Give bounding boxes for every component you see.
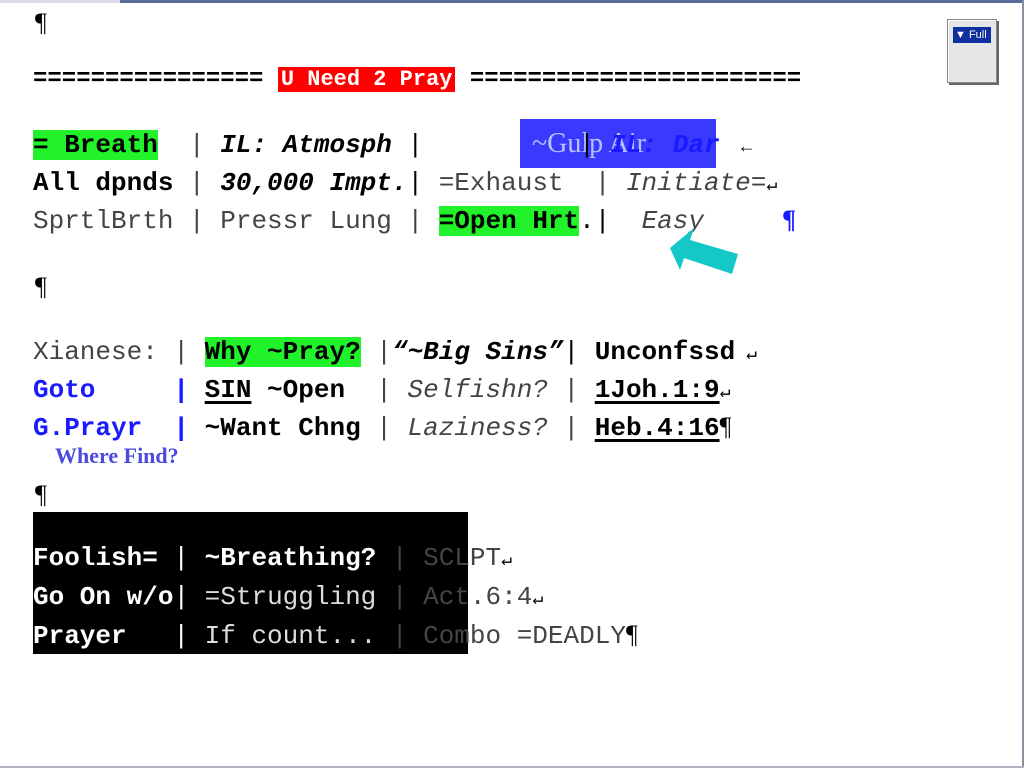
pilcrow-mark: ¶ [35,272,47,301]
separator: .| [579,206,611,236]
full-screen-button[interactable]: ▼ Full [947,19,997,83]
separator: | [173,206,221,236]
separator: | [376,543,424,573]
full-screen-label: ▼ Full [953,27,991,43]
line-end-mark: ↵ [766,176,778,196]
cell: =Exhaust [438,168,564,198]
block2-row3: G.Prayr | ~Want Chng | Laziness? | Heb.4… [33,412,731,443]
pilcrow-mark: ¶ [782,205,797,234]
block1-row1: = Breath | IL: Atmosph | | IL: Dar ← [33,130,752,163]
cell: Act.6:4 [423,582,533,612]
separator: | [391,130,424,160]
block2-row2: Goto | SIN ~Open | Selfishn? | 1Joh.1:9↵ [33,375,730,408]
cell: Why ~Pray? [204,337,361,367]
cell: Laziness? [407,413,548,443]
line-end-mark: ↵ [501,551,512,571]
block3-row1: Foolish= | ~Breathing? | SCLPT↵ [33,543,512,576]
cell: Go On w/o [33,582,174,612]
separator: | [126,621,205,651]
separator: | [173,168,221,198]
cell: Unconfssd [594,337,736,367]
block3-row2: Go On w/o| =Struggling | Act.6:4↵ [33,582,543,615]
slide-title: ================ U Need 2 Pray =========… [33,66,801,93]
cell: Foolish= [33,543,158,573]
block1-row3: SprtlBrth | Pressr Lung | =Open Hrt.| Ea… [33,205,796,236]
window-bottom-border [0,766,1024,768]
separator: | [547,413,595,443]
separator: | [391,206,439,236]
separator: | [157,337,205,367]
gulp-air-text: ~Gulp Air [532,128,646,159]
separator: | [563,168,626,198]
where-find-label: Where Find? [55,443,179,468]
separator: | [95,375,205,405]
line-end-mark: ↵ [532,590,544,610]
cell: =Open Hrt [438,206,580,236]
cell: ~Open [251,375,346,405]
cell: G.Prayr [33,413,143,443]
cell: 1Joh.1:9 [594,375,720,405]
cell: Prayer [33,621,127,651]
title-label: U Need 2 Pray [277,67,456,92]
cell: IL: Dar [610,130,720,160]
cell: ~Breathing? [204,543,377,573]
teal-arrow-icon [670,228,738,274]
cell: =Struggling [204,582,377,612]
separator: | [360,413,408,443]
separator: | [173,582,205,612]
separator: | [579,130,611,160]
cell: Selfishn? [407,375,548,405]
separator [610,206,641,236]
cell: ~Want Chng [204,413,361,443]
window-right-border [1022,0,1024,768]
line-end-mark: ↵ [735,345,757,365]
cell: Xianese: [33,337,158,367]
separator: | [360,337,392,367]
pilcrow-mark: ¶ [35,480,47,509]
separator: | [407,168,439,198]
block2-row1: Xianese: | Why ~Pray? |“~Big Sins”| Unco… [33,337,757,370]
cell: IL: Atmosph [220,130,392,160]
block3-row3: Prayer | If count... | Combo =DEADLY¶ [33,620,638,651]
pilcrow-mark: ¶ [625,620,638,649]
cell: All dpnds [33,168,174,198]
window-top-border [0,0,1024,3]
gulp-spacer [423,130,579,160]
title-right-rule: ======================= [469,66,802,93]
separator: | [157,130,221,160]
separator: | [345,375,408,405]
separator: | [563,337,595,367]
cell: SIN [204,375,252,405]
line-end-mark: ← [719,138,752,158]
cell: “~Big Sins” [391,337,564,367]
window-top-tab [0,0,120,3]
separator: | [142,413,205,443]
cell: Combo =DEADLY [423,621,626,651]
pilcrow-mark: ¶ [35,8,47,37]
separator: | [376,582,424,612]
block1-row2: All dpnds | 30,000 Impt.| =Exhaust | Ini… [33,168,777,201]
cell: Heb.4:16 [594,413,720,443]
cell: Easy [641,206,704,236]
cell: = Breath [33,130,158,160]
cell: SprtlBrth [33,206,174,236]
gulp-air-box: ~Gulp Air [520,119,716,168]
separator: | [376,621,424,651]
pilcrow-mark: ¶ [719,412,732,441]
cell: Goto [33,375,96,405]
separator: | [157,543,205,573]
cell: Initiate= [625,168,767,198]
line-end-mark: ↵ [719,383,731,403]
title-left-rule: ================ [33,66,264,93]
cell: If count... [204,621,377,651]
black-selection-box [33,512,468,654]
separator: | [547,375,595,405]
cell: SCLPT [423,543,502,573]
cell: 30,000 Impt. [220,168,408,198]
cell: Pressr Lung [220,206,392,236]
